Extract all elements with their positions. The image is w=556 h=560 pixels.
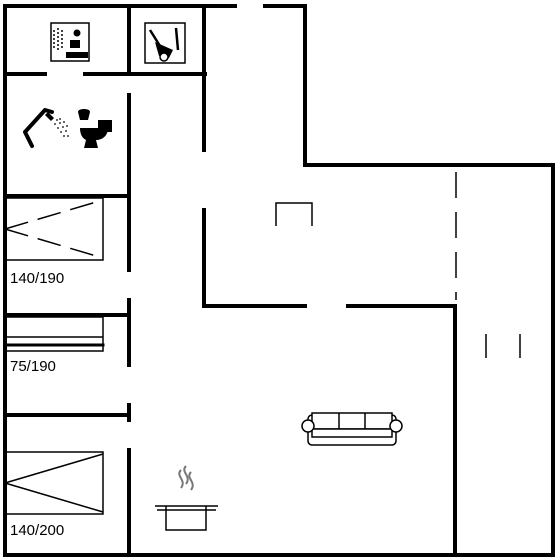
partition-marks	[485, 334, 521, 358]
bed-label-3: 140/200	[10, 522, 64, 539]
cooking-pot-icon	[155, 465, 218, 531]
shower-icon	[23, 108, 69, 148]
bed-2	[3, 316, 105, 352]
sauna-icon	[50, 22, 90, 62]
walls	[3, 4, 555, 557]
bed-label-1: 140/190	[10, 270, 64, 287]
toilet-icon	[78, 109, 112, 148]
sofa-icon	[301, 412, 403, 446]
bed-1	[4, 197, 104, 261]
utility-room-icon	[144, 22, 186, 64]
wardrobe-icon	[275, 202, 313, 226]
bed-3	[4, 451, 104, 515]
bed-label-2: 75/190	[10, 358, 56, 375]
